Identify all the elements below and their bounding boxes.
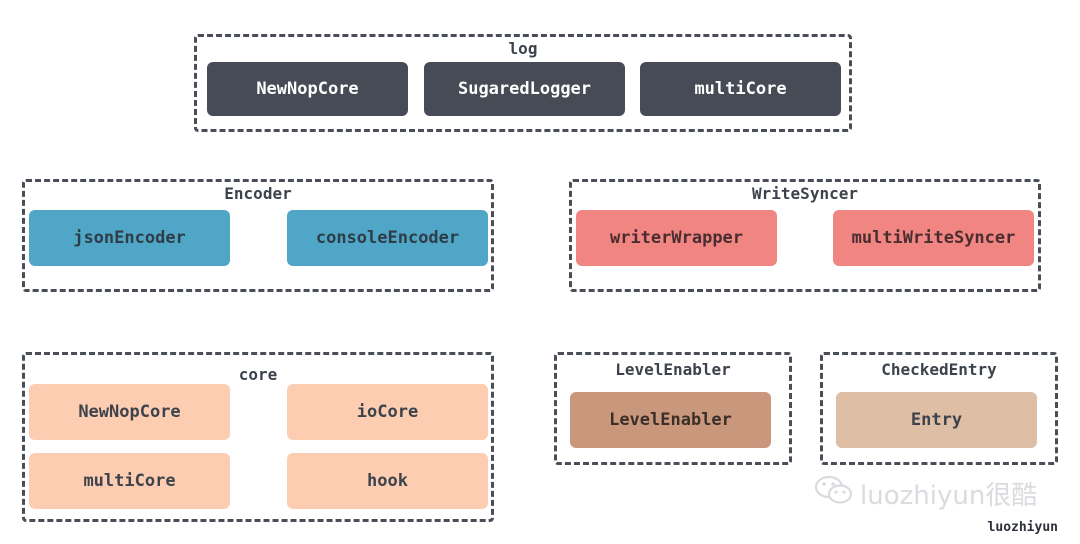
watermark-text: luozhiyun很酷 — [860, 481, 1038, 511]
group-log: log — [194, 34, 852, 132]
group-encoder: Encoder — [22, 179, 494, 292]
log-item: NewNopCore — [207, 62, 408, 116]
encoder-item: consoleEncoder — [287, 210, 488, 266]
checked-entry-item: Entry — [836, 392, 1037, 448]
credit-label: luozhiyun — [987, 520, 1058, 535]
write-syncer-item: writerWrapper — [576, 210, 777, 266]
group-title: Encoder — [224, 184, 292, 203]
core-item: hook — [287, 453, 488, 509]
group-title: log — [508, 39, 538, 58]
watermark: luozhiyun很酷 — [814, 474, 1037, 513]
log-item: multiCore — [640, 62, 841, 116]
group-title: WriteSyncer — [752, 184, 858, 203]
core-item: multiCore — [29, 453, 230, 509]
level-enabler-item: LevelEnabler — [570, 392, 771, 448]
encoder-item: jsonEncoder — [29, 210, 230, 266]
group-title: CheckedEntry — [881, 360, 997, 379]
group-title: LevelEnabler — [615, 360, 731, 379]
core-item: ioCore — [287, 384, 488, 440]
group-title: core — [238, 365, 278, 384]
group-level-enabler: LevelEnabler — [554, 352, 792, 465]
group-write-syncer: WriteSyncer — [569, 179, 1041, 292]
write-syncer-item: multiWriteSyncer — [833, 210, 1034, 266]
group-core: core — [22, 352, 494, 522]
group-checked-entry: CheckedEntry — [820, 352, 1058, 465]
log-item: SugaredLogger — [424, 62, 625, 116]
core-item: NewNopCore — [29, 384, 230, 440]
wechat-icon — [814, 474, 854, 513]
